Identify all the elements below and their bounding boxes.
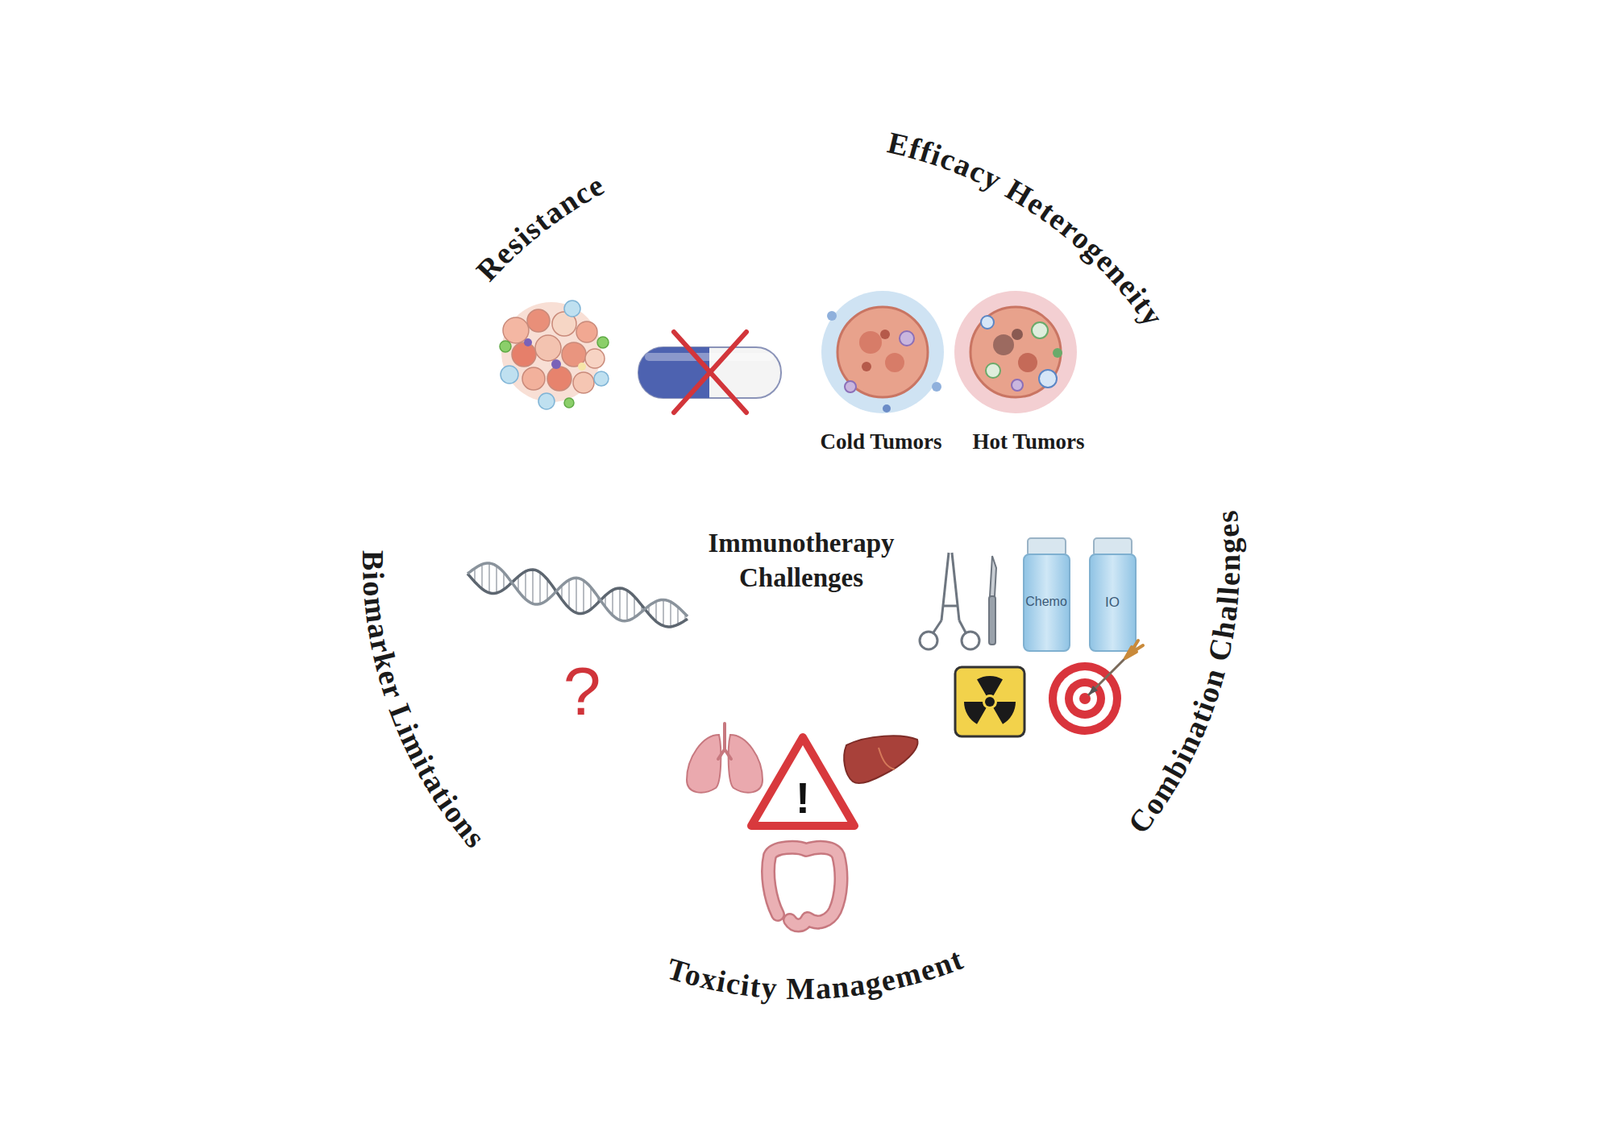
sector-shape bbox=[322, 82, 1280, 1040]
dna-rung bbox=[481, 564, 483, 589]
cold-tumor bbox=[821, 290, 944, 414]
sector-title: Combination Challenges bbox=[1121, 508, 1247, 840]
ring-label-text: Biomarker Limitations bbox=[356, 550, 494, 856]
tumor-label: Cold Tumors bbox=[820, 431, 943, 453]
sector-band bbox=[1033, 397, 1280, 939]
chemo-bottle bbox=[1023, 538, 1070, 652]
io-bottle bbox=[1089, 538, 1136, 652]
question-mark: ? bbox=[563, 657, 602, 726]
target-symbol bbox=[1048, 640, 1143, 736]
dna-rung bbox=[524, 571, 527, 600]
dna-rung bbox=[611, 590, 614, 616]
ring-label-text: Toxicity Management bbox=[663, 942, 969, 1006]
ring-sector: Biomarker Limitations bbox=[322, 82, 1280, 1040]
sector-gap bbox=[784, 72, 798, 452]
dna-rung bbox=[590, 587, 592, 610]
sector-gap bbox=[527, 652, 740, 967]
dna-rung bbox=[677, 606, 679, 625]
sector-shape bbox=[322, 82, 1280, 1040]
dna-rung bbox=[488, 563, 491, 594]
dna-strand bbox=[467, 563, 688, 622]
sector-title: Biomarker Limitations bbox=[356, 550, 494, 856]
sector-title: Toxicity Management bbox=[663, 942, 969, 1006]
sector-band bbox=[533, 858, 1097, 1040]
colon bbox=[768, 847, 841, 927]
dna-rung bbox=[655, 601, 657, 622]
sector-shape bbox=[322, 82, 1280, 1040]
ring-label-layer: Resistance bbox=[322, 82, 1280, 1040]
ring-sector: Toxicity Management bbox=[322, 82, 1280, 1040]
sector-shape bbox=[322, 82, 1280, 1040]
pill-crossed bbox=[638, 332, 782, 413]
lungs bbox=[686, 723, 763, 794]
sector-gaps bbox=[331, 72, 1260, 966]
liver bbox=[843, 735, 918, 784]
sector-band bbox=[322, 428, 591, 958]
scalpel bbox=[989, 556, 997, 645]
tumor-label: Hot Tumors bbox=[972, 431, 1085, 453]
dna-rung bbox=[633, 596, 636, 618]
sector-band bbox=[784, 82, 1251, 433]
dna-rung bbox=[539, 572, 541, 604]
dna-rung bbox=[662, 600, 665, 627]
sector-panel bbox=[801, 432, 1179, 859]
ring-label-layer: Biomarker Limitations bbox=[322, 82, 1280, 1040]
warning-triangle bbox=[751, 737, 855, 827]
exclamation-mark: ! bbox=[795, 776, 811, 820]
radiation-symbol bbox=[955, 667, 1025, 737]
hot-tumor bbox=[954, 290, 1077, 414]
dna-rung bbox=[546, 579, 549, 601]
sector-panel bbox=[590, 561, 1034, 939]
dna-helix bbox=[467, 563, 688, 628]
dna-rung bbox=[495, 565, 498, 594]
sector-gap bbox=[331, 426, 696, 532]
ring-label-text: Combination Challenges bbox=[1121, 508, 1247, 840]
ring-label-layer: Efficacy Heterogeneity bbox=[322, 82, 1280, 1040]
ring-sector: Resistance bbox=[322, 82, 1280, 1040]
ring-sector: Combination Challenges bbox=[322, 82, 1280, 1040]
dna-rung bbox=[626, 590, 628, 622]
circle-fill bbox=[694, 454, 908, 668]
ring-label-layer: Combination Challenges bbox=[322, 82, 1280, 1040]
circle-shape bbox=[694, 453, 909, 669]
cell-cluster bbox=[499, 300, 609, 410]
sector-gap bbox=[904, 394, 1261, 524]
dna-rung bbox=[669, 602, 672, 628]
dna-rung bbox=[619, 588, 621, 621]
surgical-forceps bbox=[919, 552, 980, 650]
ring-label-text: Efficacy Heterogeneity bbox=[884, 125, 1171, 333]
sector-title: Resistance bbox=[469, 167, 611, 288]
bottle-label: IO bbox=[1105, 595, 1120, 610]
center-circle: Immunotherapy Challenges bbox=[694, 453, 909, 669]
sector-band bbox=[340, 82, 789, 458]
sector-title: Efficacy Heterogeneity bbox=[884, 125, 1171, 333]
center-title: Immunotherapy Challenges bbox=[703, 526, 899, 596]
bottle-label: Chemo bbox=[1025, 595, 1068, 609]
ring-label-text: Resistance bbox=[469, 167, 611, 288]
sector-panel bbox=[423, 457, 802, 874]
dna-rung bbox=[575, 577, 578, 613]
dna-rung bbox=[568, 580, 570, 609]
dna-rung bbox=[531, 569, 534, 604]
sector-shape bbox=[322, 82, 1280, 1040]
ring-label-layer: Toxicity Management bbox=[322, 82, 1280, 1040]
dna-rung bbox=[582, 581, 585, 615]
ring-sector: Efficacy Heterogeneity bbox=[322, 82, 1280, 1040]
